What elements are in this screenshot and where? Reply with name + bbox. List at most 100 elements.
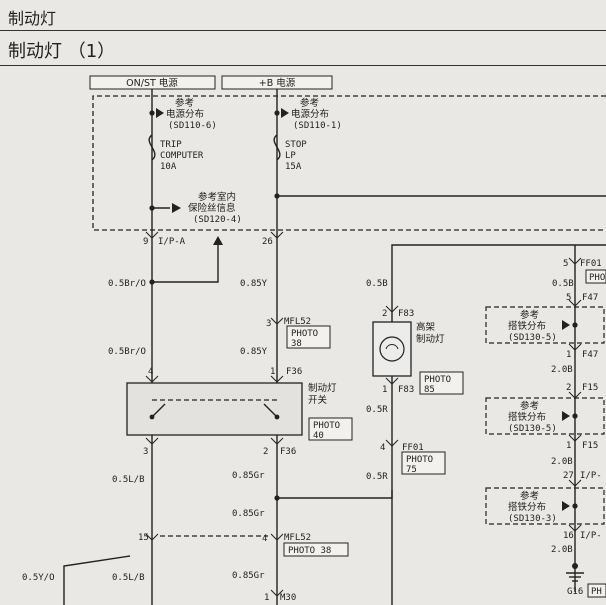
pin-label: 1 — [382, 385, 387, 395]
connector-chevron-icon — [568, 434, 582, 442]
ref-text: 搭铁分布 — [508, 320, 546, 332]
pin-label: 26 — [262, 237, 273, 247]
wire-label: 0.5Br/O — [108, 279, 146, 289]
photo-label: PHO — [589, 273, 605, 283]
fuse-label: TRIP — [160, 140, 182, 150]
connector-label: I/P- — [580, 471, 602, 481]
pin-label: 1 — [566, 350, 571, 360]
pin-label: 3 — [143, 447, 148, 457]
connector-chevron-icon — [270, 231, 284, 239]
wire-label: 2.0B — [551, 365, 573, 375]
wire-label: 0.85Gr — [232, 571, 265, 581]
connector-chevron-icon — [145, 533, 159, 541]
junction-dot — [274, 110, 280, 116]
arrow-right-icon — [172, 203, 181, 213]
wire-label: 2.0B — [551, 457, 573, 467]
connector-label: F47 — [582, 293, 598, 303]
pin-label: 4 — [148, 367, 153, 377]
on-st-power-label: ON/ST 电源 — [126, 77, 178, 89]
component-label: 制动灯 — [416, 333, 445, 345]
brake-switch-body — [126, 382, 303, 436]
pin-label: I/P-A — [158, 237, 186, 247]
ground-ref-box — [485, 306, 605, 344]
pin-label: 16 — [563, 531, 574, 541]
photo-label: 38 — [291, 339, 302, 349]
pin-label: 4 — [262, 534, 267, 544]
connector-chevron-icon — [145, 375, 159, 383]
pin-label: 1 — [270, 367, 275, 377]
wire-label: 0.5L/B — [112, 475, 145, 485]
connector-chevron-icon — [270, 375, 284, 383]
fuse-label: 15A — [285, 162, 302, 172]
ref-text: 电源分布 — [291, 108, 329, 120]
connector-label: FF01 — [580, 259, 602, 269]
photo-label: PHOTO — [291, 329, 318, 339]
ref-text: 参考 — [300, 97, 319, 109]
switch-blade — [151, 403, 166, 418]
ref-text: 参考 — [520, 490, 539, 502]
wire-high-mount — [391, 244, 606, 605]
connector-label: F47 — [582, 350, 598, 360]
arrow-right-icon — [562, 411, 570, 421]
connector-label: F83 — [398, 385, 414, 395]
component-label: 制动灯 — [308, 382, 337, 394]
fuse-label: COMPUTER — [160, 151, 204, 161]
ref-code: (SD110-6) — [168, 121, 217, 131]
connector-label: M30 — [280, 593, 296, 603]
section-header: 制动灯 （1） — [0, 31, 606, 66]
junction-dot — [274, 193, 280, 199]
connector-label: MFL52 — [284, 317, 311, 327]
fuse-label: 10A — [160, 162, 177, 172]
junction-dot — [274, 495, 280, 501]
junction-dot — [572, 413, 578, 419]
ref-text: 参考 — [520, 309, 539, 321]
wire-label: 0.5R — [366, 472, 388, 482]
pin-label: 2 — [263, 447, 268, 457]
ref-code: (SD120-4) — [193, 215, 242, 225]
wire-branch — [152, 245, 219, 283]
photo-label: PHOTO 38 — [288, 546, 331, 556]
photo-box — [308, 417, 353, 441]
ref-text: 参考 — [175, 97, 194, 109]
connector-chevron-icon — [270, 437, 284, 445]
pin-label: 2 — [382, 309, 387, 319]
connector-label: I/P- — [580, 531, 602, 541]
connector-label: F36 — [286, 367, 302, 377]
arrow-right-icon — [562, 501, 570, 511]
photo-box — [587, 583, 606, 598]
ground-ref-box — [485, 487, 605, 525]
pin-label: 3 — [266, 319, 271, 329]
lamp-filament-icon — [385, 344, 399, 350]
wire-label: 0.85Gr — [232, 471, 265, 481]
wire-label: 0.5R — [366, 405, 388, 415]
photo-label: PHOTO — [406, 455, 433, 465]
fuse-label: STOP — [285, 140, 307, 150]
ground-terminal — [572, 563, 578, 569]
photo-box — [585, 269, 606, 284]
wire-label: 0.5Br/O — [108, 347, 146, 357]
ground-label: G16 — [567, 587, 583, 597]
ref-text: 参考室内 — [198, 191, 236, 203]
connector-chevron-icon — [385, 439, 399, 447]
ref-code: (SD110-1) — [293, 121, 342, 131]
junction-dot — [572, 322, 578, 328]
junction-dot — [572, 503, 578, 509]
connector-label: F15 — [582, 441, 598, 451]
switch-blade — [263, 403, 278, 418]
connector-chevron-icon — [385, 305, 399, 313]
photo-box — [286, 325, 331, 349]
wire-label: 2.0B — [551, 545, 573, 555]
wire-label: 0.85Y — [240, 279, 268, 289]
pin-label: 2 — [566, 383, 571, 393]
ref-text: 参考 — [520, 400, 539, 412]
wire-label: 0.85Gr — [232, 509, 265, 519]
ref-text: 搭铁分布 — [508, 411, 546, 423]
fuse-label: LP — [285, 151, 296, 161]
arrow-right-icon — [281, 108, 289, 118]
photo-label: PHOTO — [313, 421, 340, 431]
ref-code: (SD130-3) — [508, 514, 557, 524]
fuse-stop-lp — [273, 134, 281, 161]
pin-label: 4 — [380, 443, 385, 453]
pin-label: 1 — [264, 593, 269, 603]
wire-label: 0.5B — [552, 279, 574, 289]
